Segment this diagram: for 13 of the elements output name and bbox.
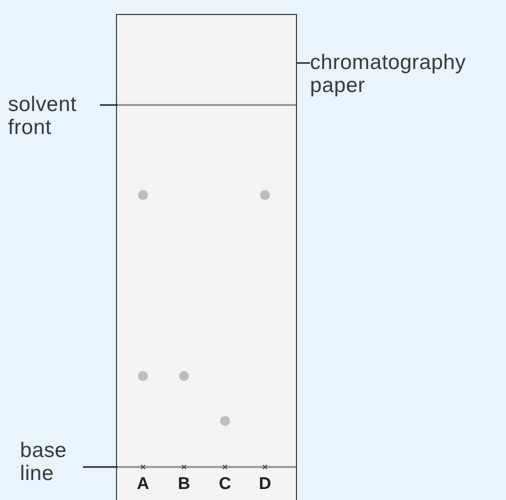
lane-letter: B	[176, 474, 192, 494]
callout-label: chromatography paper	[310, 52, 506, 100]
lane-letter: C	[218, 474, 232, 494]
leader-line	[297, 62, 310, 64]
lane-letter: D	[258, 474, 272, 494]
callout-label: base line	[20, 440, 83, 492]
callout-label: solvent front	[8, 94, 100, 142]
paper-line	[117, 104, 296, 106]
lane-letter: A	[136, 474, 150, 494]
leader-line	[83, 466, 118, 468]
chromatography-paper	[116, 14, 297, 500]
paper-line	[117, 466, 296, 468]
leader-line	[100, 104, 118, 106]
